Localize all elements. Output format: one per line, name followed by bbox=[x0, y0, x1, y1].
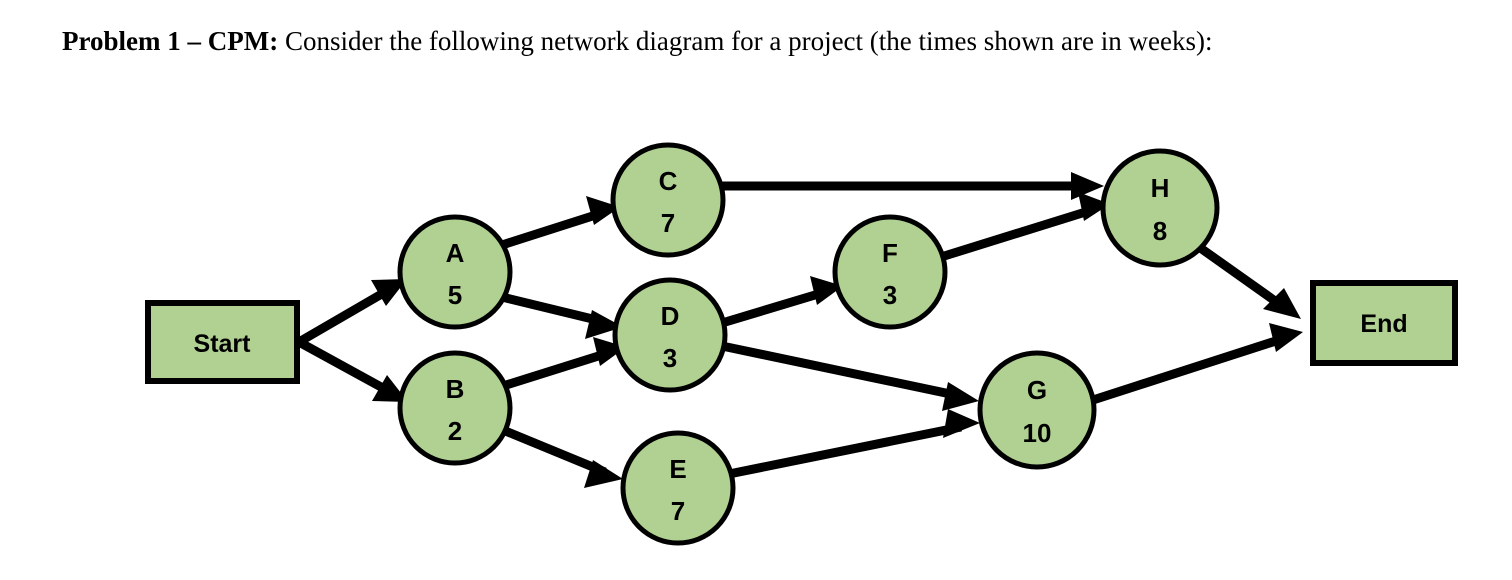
edge-a-to-c bbox=[500, 196, 620, 250]
node-b-duration: 2 bbox=[448, 416, 462, 446]
node-b-label: B bbox=[446, 374, 465, 404]
page-title: Problem 1 – CPM: Consider the following … bbox=[62, 24, 1457, 60]
edge-a-to-d bbox=[500, 292, 623, 339]
problem-label: Problem 1 – CPM: bbox=[62, 26, 279, 56]
node-b[interactable]: B 2 bbox=[397, 350, 513, 466]
node-f[interactable]: F 3 bbox=[832, 214, 948, 330]
edge-d-to-f bbox=[720, 276, 843, 328]
edge-start-to-a bbox=[296, 279, 407, 346]
node-h-label: H bbox=[1151, 173, 1170, 203]
terminal-end[interactable]: End bbox=[1310, 280, 1458, 366]
node-f-duration: 3 bbox=[883, 280, 897, 310]
edge-f-to-h bbox=[939, 192, 1110, 262]
node-e[interactable]: E 7 bbox=[620, 430, 736, 546]
node-c-duration: 7 bbox=[661, 208, 675, 238]
node-d-label: D bbox=[661, 301, 680, 331]
node-d-duration: 3 bbox=[663, 343, 677, 373]
problem-body: Consider the following network diagram f… bbox=[278, 26, 1213, 56]
node-g[interactable]: G 10 bbox=[977, 350, 1097, 470]
node-a[interactable]: A 5 bbox=[397, 214, 513, 330]
terminal-start[interactable]: Start bbox=[145, 300, 300, 384]
edge-e-to-g bbox=[728, 409, 980, 479]
edge-c-to-h bbox=[722, 172, 1104, 200]
node-a-label: A bbox=[446, 238, 465, 268]
node-a-duration: 5 bbox=[448, 280, 462, 310]
node-g-label: G bbox=[1027, 375, 1047, 405]
node-c[interactable]: C 7 bbox=[610, 142, 726, 258]
edge-group bbox=[296, 172, 1303, 488]
node-c-label: C bbox=[659, 166, 678, 196]
edge-d-to-g bbox=[721, 341, 979, 411]
edge-b-to-e bbox=[501, 425, 623, 488]
edge-h-to-end bbox=[1196, 243, 1301, 319]
node-e-label: E bbox=[669, 454, 686, 484]
node-e-duration: 7 bbox=[671, 496, 685, 526]
terminal-end-label: End bbox=[1360, 310, 1407, 338]
cpm-network-diagram: Start End A 5 B 2 C 7 D 3 E 7 F 3 G 10 bbox=[145, 142, 1458, 546]
edge-b-to-d bbox=[501, 337, 626, 391]
node-h-duration: 8 bbox=[1153, 216, 1167, 246]
node-g-duration: 10 bbox=[1023, 418, 1052, 448]
node-d[interactable]: D 3 bbox=[612, 277, 728, 393]
node-h[interactable]: H 8 bbox=[1100, 148, 1220, 268]
node-f-label: F bbox=[882, 238, 898, 268]
terminal-start-label: Start bbox=[194, 330, 252, 358]
edge-g-to-end bbox=[1091, 323, 1303, 405]
edge-start-to-b bbox=[296, 338, 408, 402]
network-diagram-container: Start End A 5 B 2 C 7 D 3 E 7 F 3 G 10 bbox=[0, 110, 1512, 580]
